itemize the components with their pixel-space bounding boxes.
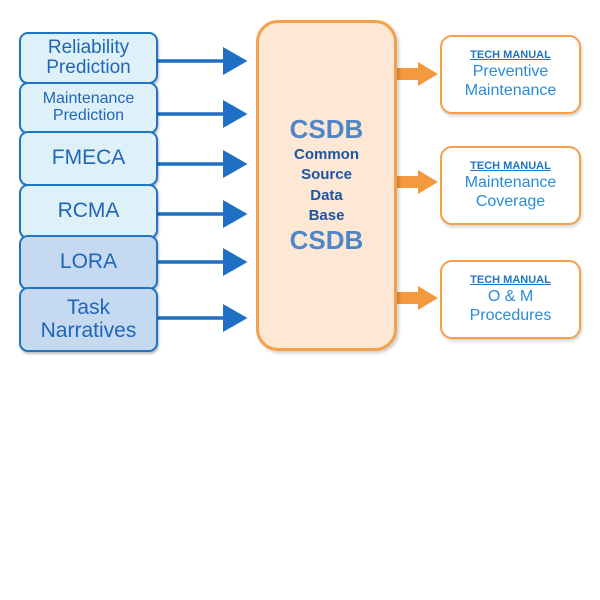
arrow-csdb-to-coverage bbox=[397, 170, 438, 194]
output-label-line: Maintenance bbox=[464, 82, 557, 99]
csdb-sub-line: Common bbox=[294, 146, 359, 163]
input-label-line: Prediction bbox=[46, 57, 131, 78]
tech-manual-header: TECH MANUAL bbox=[470, 159, 551, 172]
csdb-sub-line: Data bbox=[310, 186, 343, 204]
input-label-line: Narratives bbox=[40, 318, 137, 342]
csdb-sub-line: Source bbox=[301, 166, 352, 184]
output-label-line: Coverage bbox=[475, 193, 546, 210]
task-narratives-box: Task Narratives bbox=[19, 287, 158, 352]
tech-manual-coverage-box: TECH MANUAL Maintenance Coverage bbox=[440, 146, 581, 225]
maintenance-prediction-box: Maintenance Prediction bbox=[19, 82, 158, 134]
input-label-line: Maintenance bbox=[42, 90, 135, 108]
input-label-line: FMECA bbox=[51, 146, 126, 170]
input-label-line: Prediction bbox=[52, 107, 125, 124]
input-label-line: LORA bbox=[59, 250, 118, 274]
tech-manual-preventive-box: TECH MANUAL Preventive Maintenance bbox=[440, 35, 581, 114]
reliability-prediction-box: Reliability Prediction bbox=[19, 32, 158, 84]
csdb-box: CSDB Common Source Data Base CSDB bbox=[256, 20, 397, 351]
output-label-line: O & M bbox=[487, 287, 534, 305]
csdb-top-label: CSDB bbox=[289, 114, 364, 145]
output-label-line: Maintenance bbox=[464, 173, 557, 191]
output-label-line: Preventive bbox=[472, 62, 549, 80]
input-label-line: Task bbox=[66, 296, 111, 320]
fmeca-box: FMECA bbox=[19, 131, 158, 186]
csdb-bottom-label: CSDB bbox=[289, 225, 364, 255]
tech-manual-om-box: TECH MANUAL O & M Procedures bbox=[440, 260, 581, 339]
rcma-box: RCMA bbox=[19, 184, 158, 239]
tech-manual-header: TECH MANUAL bbox=[470, 273, 551, 286]
input-label-line: RCMA bbox=[57, 199, 120, 223]
arrow-csdb-to-om bbox=[397, 286, 438, 310]
output-label-line: Procedures bbox=[469, 307, 552, 324]
tech-manual-header: TECH MANUAL bbox=[470, 48, 551, 61]
arrow-csdb-to-preventive bbox=[397, 62, 438, 86]
lora-box: LORA bbox=[19, 235, 158, 290]
csdb-sub-line: Base bbox=[308, 206, 345, 224]
input-label-line: Reliability bbox=[47, 37, 130, 59]
